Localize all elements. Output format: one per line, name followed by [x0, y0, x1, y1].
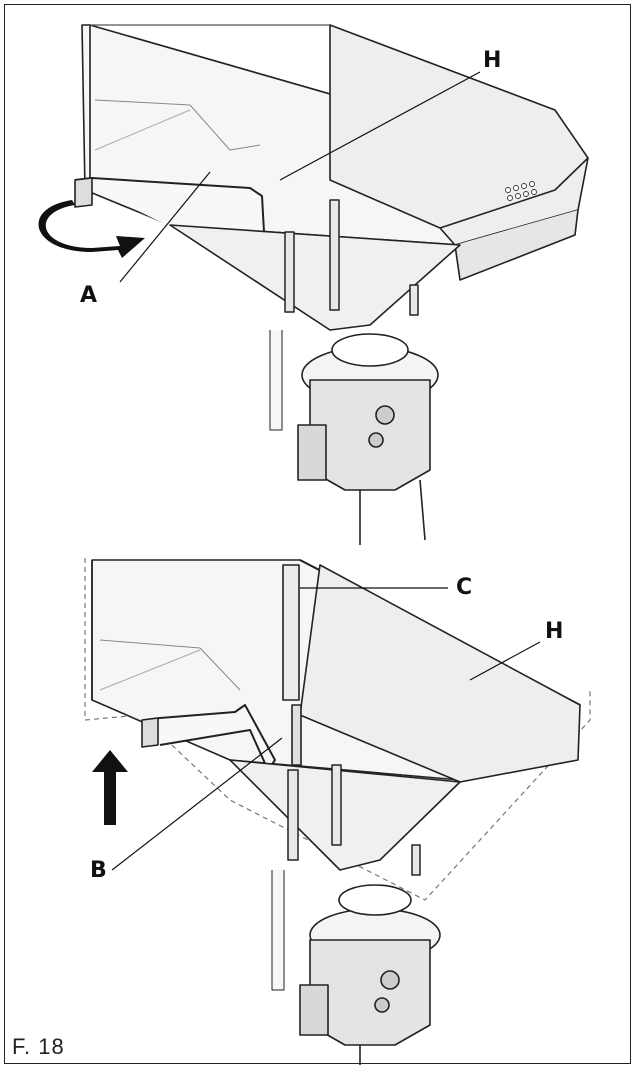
bottom-rod-c: [282, 564, 300, 701]
figure-frame: [4, 4, 631, 1064]
bottom-lid: [299, 564, 581, 783]
bottom-pins: [287, 764, 421, 876]
top-pins: [284, 199, 419, 316]
top-funnel: [169, 224, 461, 331]
lid-button-grid-icon: [505, 181, 537, 201]
callout-h-bottom: H: [545, 619, 564, 644]
top-panel: [74, 24, 589, 545]
callout-c: C: [456, 575, 473, 600]
figure-label: F. 18: [12, 1034, 65, 1059]
bottom-dashed-outline: [84, 558, 591, 901]
callout-a: A: [80, 283, 98, 308]
top-leader-lines: [119, 71, 481, 283]
callout-h-top: H: [483, 48, 502, 73]
callout-b: B: [90, 858, 107, 883]
bottom-lever-arm: [144, 704, 276, 771]
bottom-panel: [84, 558, 591, 1065]
up-arrow-icon: [92, 750, 128, 825]
bottom-leader-lines: [111, 587, 541, 871]
top-mechanism-body: [309, 379, 431, 491]
